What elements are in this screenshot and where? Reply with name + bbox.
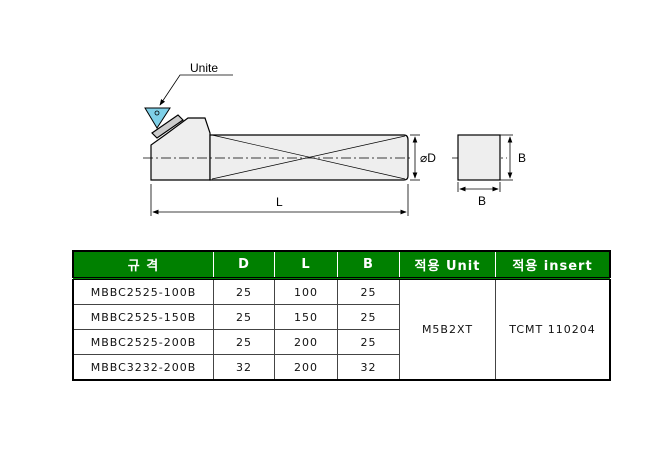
spec-cell: MBBC2525-100B [72, 278, 214, 305]
header-spec: 규 격 [73, 251, 214, 280]
b-bottom-label: B [478, 194, 486, 208]
tool-holder-drawing: Unite ⌀D B B L [143, 61, 526, 216]
header-b: B [337, 251, 400, 280]
table-row: MBBC3232-200B 32 200 32 [72, 354, 610, 381]
b-cell: 32 [337, 354, 400, 381]
header-d: D [213, 251, 275, 280]
spec-cell: MBBC3232-200B [72, 354, 214, 381]
spec-cell: MBBC2525-150B [72, 304, 214, 330]
d-cell: 25 [213, 278, 275, 305]
d-cell: 25 [213, 304, 275, 330]
table-row: MBBC2525-200B 25 200 25 [72, 329, 610, 355]
holder-side-view [150, 114, 409, 181]
b-cell: 25 [337, 304, 400, 330]
header-l: L [274, 251, 338, 280]
d-cell: 32 [213, 354, 275, 381]
header-insert: 적용 insert [495, 251, 610, 280]
unit-cell: M5B2XT [399, 278, 496, 381]
l-cell: 150 [274, 304, 338, 330]
unite-leader [159, 74, 233, 106]
table-row: MBBC2525-100B 25 100 25 M5B2XT TCMT 1102… [72, 278, 611, 381]
b-cell: 25 [337, 278, 400, 305]
spec-cell: MBBC2525-200B [72, 329, 214, 355]
unit-cartridge [151, 114, 184, 139]
b-side-label: B [518, 151, 526, 165]
holder-end-view [457, 134, 501, 181]
l-cell: 200 [274, 329, 338, 355]
l-cell: 200 [274, 354, 338, 381]
insert-icon [144, 107, 171, 129]
b-cell: 25 [337, 329, 400, 355]
insert-cell: TCMT 110204 [495, 278, 611, 381]
d-cell: 25 [213, 329, 275, 355]
unite-label: Unite [190, 61, 218, 75]
header-unit: 적용 Unit [399, 251, 496, 280]
l-cell: 100 [274, 278, 338, 305]
diameter-label: ⌀D [420, 151, 436, 165]
table-row: MBBC2525-150B 25 150 25 [72, 304, 610, 330]
table-header: 규 격 D L B 적용 Unit 적용 insert [73, 251, 610, 280]
spec-table: 규 격 D L B 적용 Unit 적용 insert MBBC2525-100… [72, 250, 611, 381]
l-label: L [276, 195, 283, 209]
